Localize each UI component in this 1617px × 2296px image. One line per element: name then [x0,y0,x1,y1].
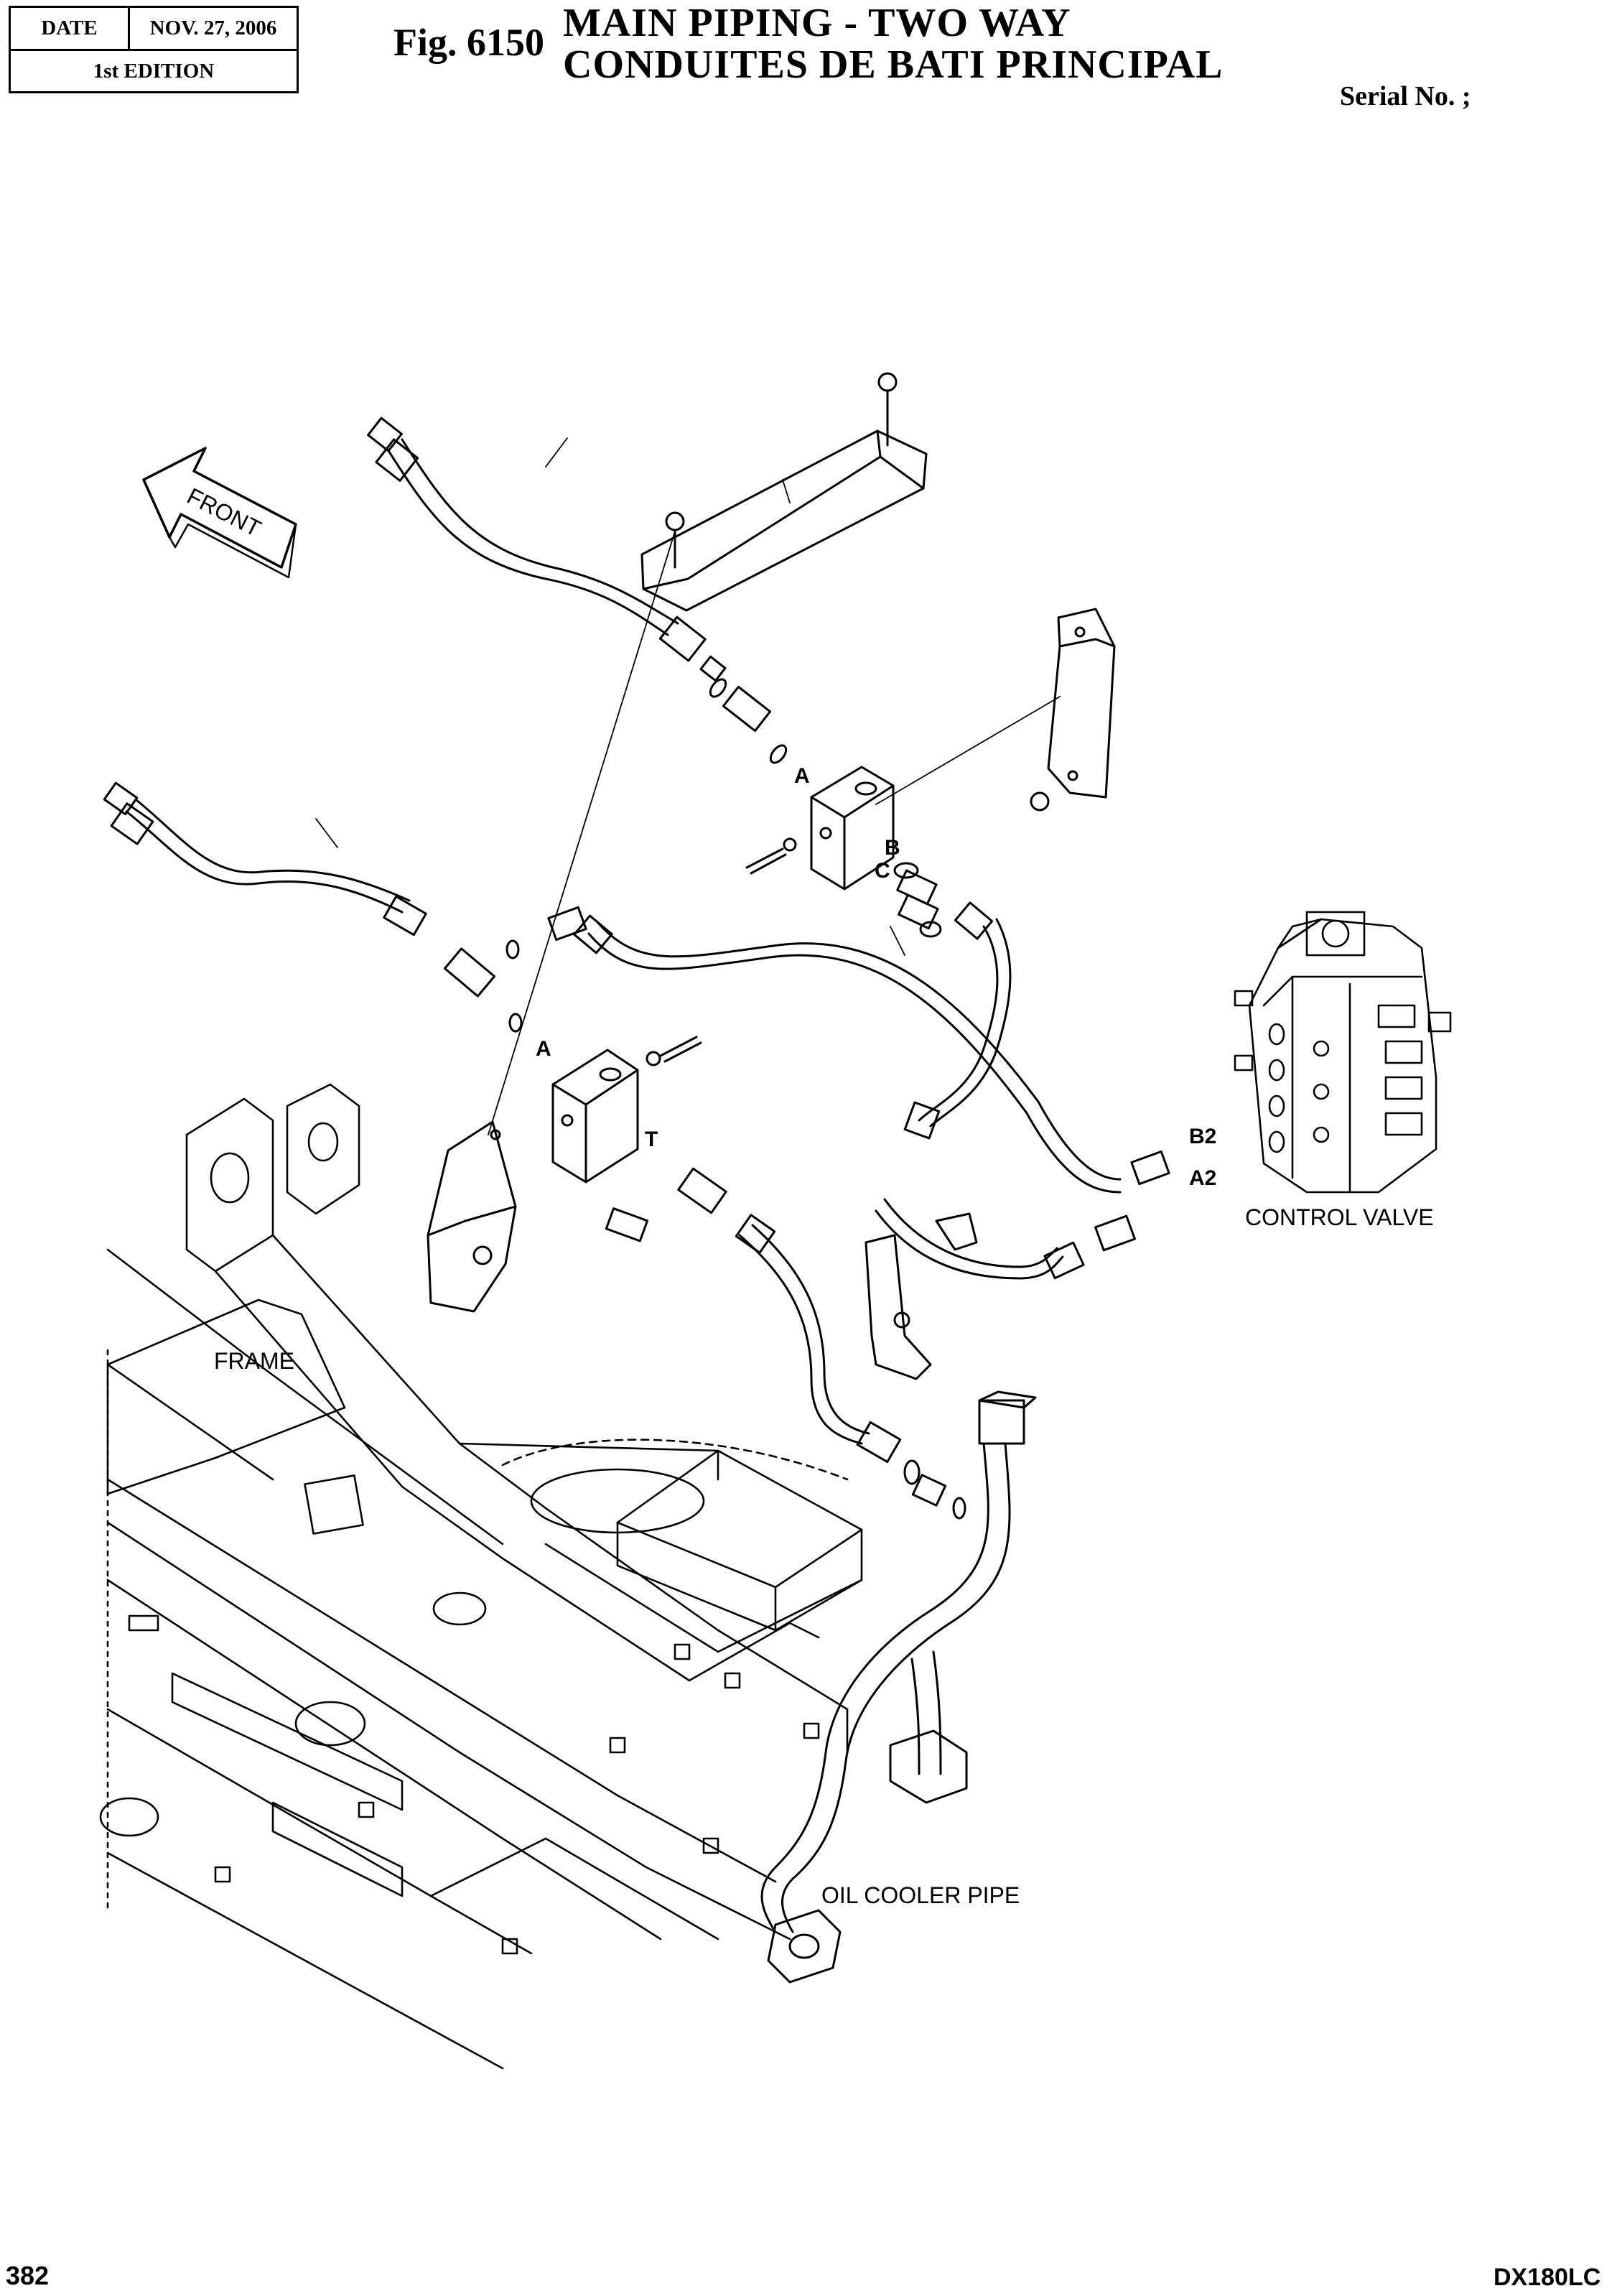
edition-label: 1st EDITION [93,59,215,83]
left-bracket [427,1120,517,1313]
upper-bracket [640,372,928,612]
port-b: B [885,836,900,860]
right-bracket [1030,608,1116,812]
middle-hose [547,906,1122,1194]
upper-fittings [709,678,788,764]
right-hose [903,901,1012,1140]
leader-lines [315,437,1061,1135]
page-title-fr: CONDUITES DE BATI PRINCIPAL [563,42,1224,87]
page-number: 382 [6,2261,50,2290]
date-value: NOV. 27, 2006 [130,8,297,51]
date-label: DATE [11,8,130,51]
part-labels: FRAME CONTROL VALVE OIL COOLER PIPE [214,1204,1434,1908]
revision-box: DATE NOV. 27, 2006 1st EDITION [9,6,299,93]
serial-number: Serial No. ; [1340,81,1471,111]
front-arrow-label: FRONT [183,483,266,542]
port-b2: B2 [1189,1125,1216,1148]
lower-valve-block [551,1036,702,1242]
control-valve [1234,911,1452,1194]
left-hose [103,781,427,936]
front-arrow: FRONT [142,447,297,579]
frame-structure [99,1083,863,2070]
control-valve-label: CONTROL VALVE [1245,1204,1434,1230]
port-t: T [645,1128,658,1151]
port-labels: A B C A T B2 A2 [536,764,1216,1190]
lower-hose [677,1167,966,1520]
bottom-right-hoses [875,1150,1170,1280]
small-l-bracket [865,1212,978,1380]
port-a2: A2 [1189,1166,1216,1190]
model-number: DX180LC [1493,2264,1601,2291]
oil-cooler-pipe [760,1390,1037,1984]
upper-hose [367,417,727,682]
left-mid-fittings [443,939,523,1033]
port-a-upper: A [794,764,810,788]
page-title-en: MAIN PIPING - TWO WAY [563,1,1071,45]
upper-valve-block [745,766,895,891]
upper-block-fittings [893,862,942,938]
oil-cooler-pipe-label: OIL COOLER PIPE [821,1882,1020,1908]
port-c: C [875,859,890,883]
figure-number: Fig. 6150 [393,21,544,64]
port-a-lower: A [536,1037,551,1061]
frame-label: FRAME [214,1348,294,1374]
